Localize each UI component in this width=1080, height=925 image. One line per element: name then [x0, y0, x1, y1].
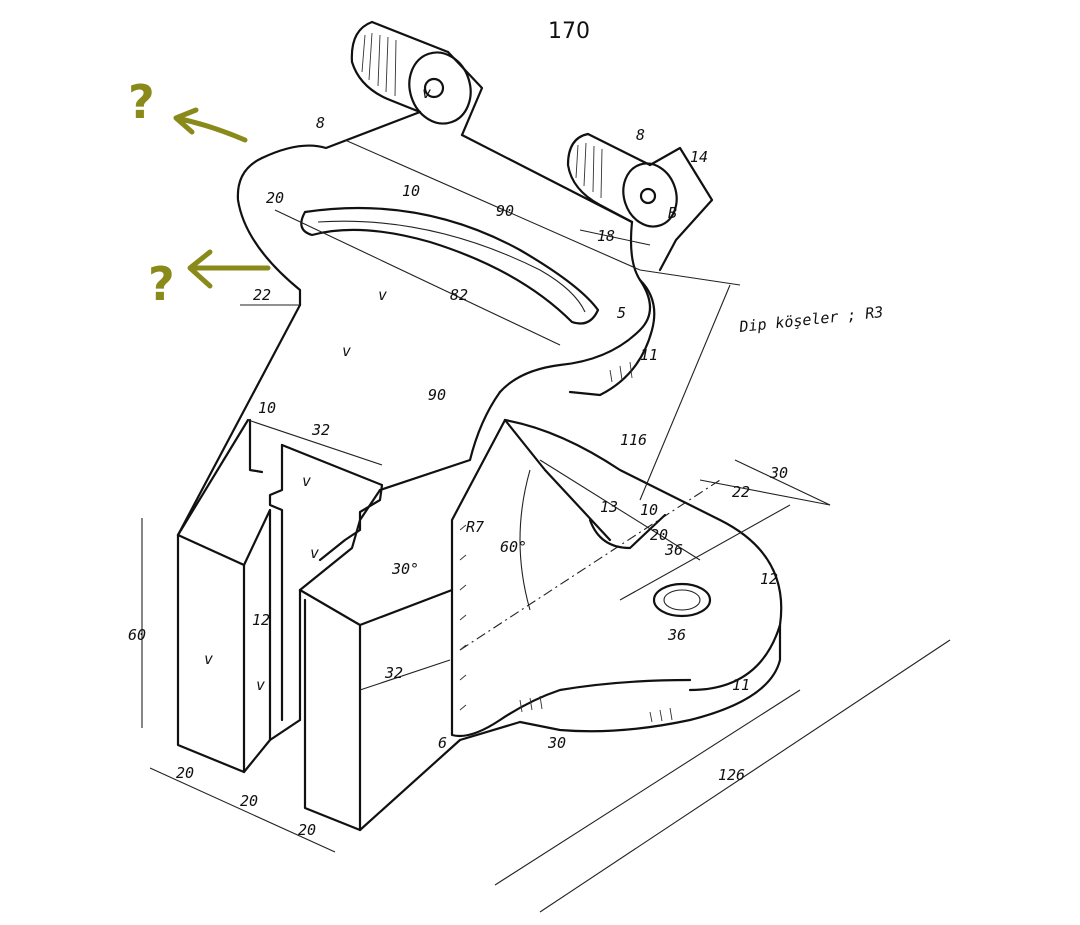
fillet-note: Dip köşeler ; R3	[738, 303, 885, 336]
dim-36-b: 36	[667, 626, 686, 644]
page-number: 170	[548, 19, 590, 44]
surface-marks: v v v v v v v	[204, 84, 431, 694]
dim-22-right: 22	[732, 483, 750, 501]
surface-mark: v	[422, 84, 431, 102]
dim-20-b: 20	[240, 792, 258, 810]
surface-mark: v	[302, 472, 311, 490]
dim-30-right: 30	[769, 464, 788, 482]
dim-18: 18	[597, 227, 615, 245]
dim-32-bottom: 32	[384, 664, 403, 682]
base-plate	[458, 361, 783, 742]
dim-20-slot: 20	[266, 189, 284, 207]
dim-60-left: 60	[128, 626, 146, 644]
top-arm	[236, 110, 656, 397]
dim-20-a: 20	[176, 764, 194, 782]
dim-10-step: 10	[258, 399, 276, 417]
dim-10-top: 10	[402, 182, 420, 200]
surface-mark: v	[204, 650, 213, 668]
dim-11-b: 11	[732, 676, 750, 694]
dim-20-c: 20	[298, 821, 316, 839]
hand-annotations: ? ?	[128, 75, 271, 311]
dim-60-angle: 60°	[500, 538, 527, 556]
dim-116: 116	[620, 431, 647, 449]
dim-32-step: 32	[311, 421, 330, 439]
surface-mark: v	[310, 544, 319, 562]
dim-20-slot2: 20	[650, 526, 668, 544]
dimension-labels: 8 8 14 10 90 20 18 82 5 22 90 116 11 10 …	[128, 114, 788, 839]
dim-5: 5	[617, 304, 626, 322]
dim-90-top: 90	[496, 202, 514, 220]
dim-22-left: 22	[253, 286, 271, 304]
dim-30-angle: 30°	[391, 560, 419, 578]
left-cylinder-boss	[350, 20, 484, 137]
surface-mark: v	[342, 342, 351, 360]
dim-6: 6	[438, 734, 447, 752]
surface-mark: v	[378, 286, 387, 304]
dim-r7: R7	[466, 518, 484, 536]
dim-14: 14	[690, 148, 708, 166]
question-mark: ?	[148, 257, 175, 311]
surface-mark: v	[256, 676, 265, 694]
dim-10-slot2: 10	[640, 501, 658, 519]
dim-90-mid: 90	[428, 386, 446, 404]
dim-36-a: 36	[664, 541, 683, 559]
dim-126: 126	[718, 766, 745, 784]
dim-12-hole: 12	[760, 570, 778, 588]
dim-b: B	[668, 204, 677, 222]
arrow-icon	[187, 249, 271, 289]
dim-82: 82	[450, 286, 468, 304]
main-body	[176, 303, 502, 832]
question-mark: ?	[128, 75, 155, 129]
arrow-icon	[173, 107, 248, 143]
dim-8-top: 8	[316, 114, 325, 132]
dim-12-left: 12	[252, 611, 270, 629]
dimension-lines	[141, 139, 951, 913]
dim-11-a: 11	[640, 346, 658, 364]
dim-8-right: 8	[636, 126, 645, 144]
dim-13: 13	[600, 498, 618, 516]
triangular-rib	[450, 418, 721, 738]
dim-30-bottom: 30	[547, 734, 566, 752]
right-cylinder-boss	[566, 132, 714, 272]
